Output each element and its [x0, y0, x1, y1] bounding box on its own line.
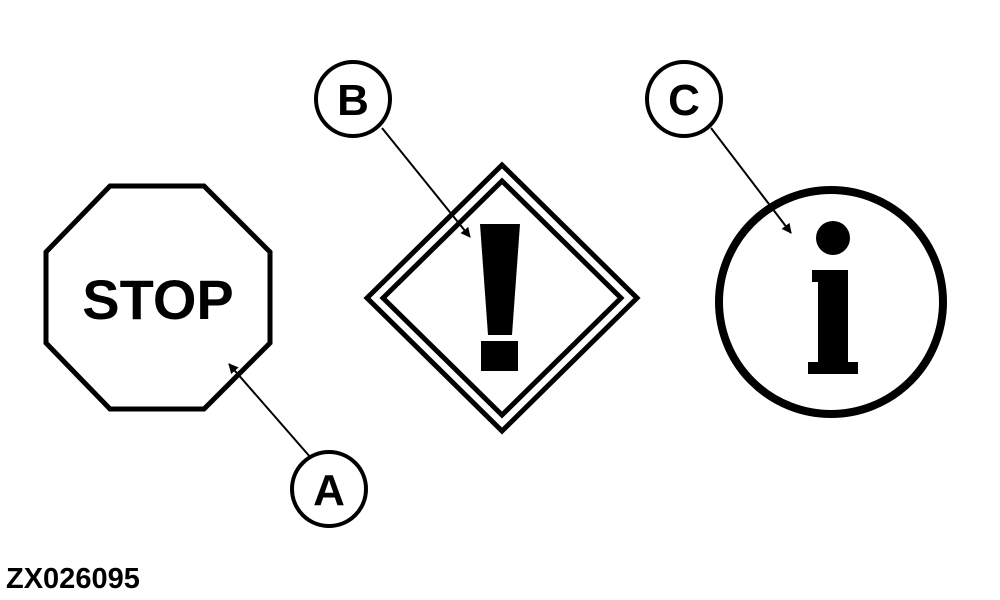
callout-a-label: A: [313, 466, 345, 515]
document-id: ZX026095: [6, 563, 140, 595]
exclamation-diamond-icon: [363, 161, 641, 435]
stop-sign-text: STOP: [82, 268, 233, 331]
callout-c-label: C: [668, 76, 700, 125]
callout-c-leader-line: [710, 127, 792, 234]
info-i-dot: [816, 221, 850, 255]
callout-c: C: [645, 60, 723, 138]
callout-a-leader-line: [228, 363, 319, 467]
exclamation-dot: [481, 341, 518, 371]
exclamation-bar: [480, 224, 520, 335]
callout-a: A: [290, 450, 368, 528]
info-i-stem: [808, 270, 858, 374]
callout-b-label: B: [337, 76, 369, 125]
stop-octagon-icon: STOP: [43, 183, 273, 412]
callout-b-leader-line: [381, 127, 471, 238]
info-circle-icon: [715, 186, 947, 418]
callout-b: B: [314, 60, 392, 138]
